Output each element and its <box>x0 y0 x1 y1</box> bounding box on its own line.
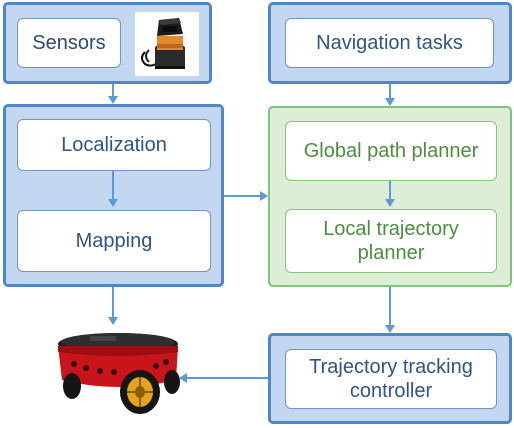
arrow-navigation-to-planner <box>385 84 395 106</box>
sensors-box: Sensors <box>17 18 121 68</box>
arrow-mapping-to-robot <box>108 287 118 325</box>
trajectory-tracking-panel: Trajectory tracking controller <box>268 333 512 424</box>
arrow-planner-to-controller <box>385 287 395 333</box>
trajectory-tracking-controller-box: Trajectory tracking controller <box>285 349 497 409</box>
navigation-tasks-panel: Navigation tasks <box>268 2 512 84</box>
localization-label: Localization <box>61 134 167 156</box>
global-path-planner-box: Global path planner <box>285 121 497 181</box>
localization-box: Localization <box>17 119 211 171</box>
local-trajectory-planner-box: Local trajectory planner <box>285 209 497 273</box>
sensors-label: Sensors <box>32 32 106 54</box>
navigation-tasks-label: Navigation tasks <box>316 32 463 54</box>
lidar-sensor-image <box>135 12 199 76</box>
arrow-localization-to-mapping <box>108 170 118 207</box>
mobile-robot-image <box>58 333 180 414</box>
navigation-tasks-box: Navigation tasks <box>285 18 494 68</box>
trajectory-tracking-label-line2: controller <box>349 380 433 402</box>
local-trajectory-planner-label-line1: Local trajectory <box>323 218 459 240</box>
arrow-sensors-to-localization <box>108 84 118 104</box>
arrow-controller-to-robot <box>179 373 268 383</box>
sensors-panel: Sensors <box>3 2 212 84</box>
global-path-planner-label: Global path planner <box>303 140 479 162</box>
trajectory-tracking-label-line1: Trajectory tracking <box>309 356 473 378</box>
mapping-label: Mapping <box>75 230 153 252</box>
local-trajectory-planner-label-line2: planner <box>357 242 425 264</box>
mapping-box: Mapping <box>17 210 211 272</box>
arrow-localization-to-planner <box>224 191 268 201</box>
arrow-global-to-local-planner <box>385 181 395 207</box>
